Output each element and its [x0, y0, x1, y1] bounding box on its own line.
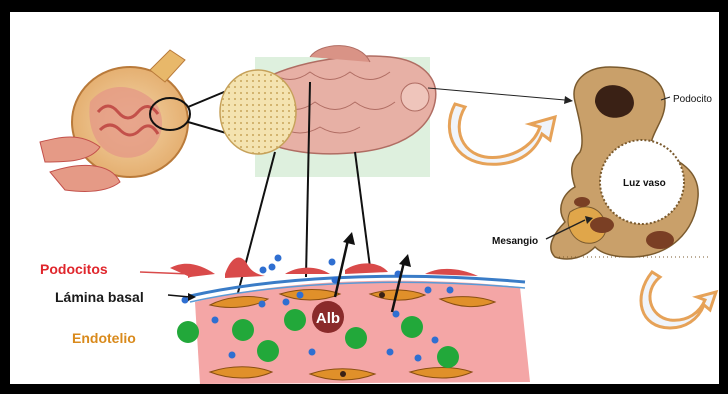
green-cell [177, 321, 199, 343]
capillary-tube [220, 46, 436, 154]
podocyte-cell [285, 268, 330, 274]
curved-arrow-icon [641, 272, 716, 328]
mesangio-label: Mesangio [492, 236, 538, 247]
green-cell [284, 309, 306, 331]
glomerulus-diagram: Alb Podocitos Lámina basal Endotelio Pod… [10, 12, 719, 384]
filtration-barrier: Alb [170, 232, 530, 384]
podocyte-cell [225, 258, 265, 278]
podocito-label: Podocito [673, 94, 712, 105]
curved-arrow-icon [449, 104, 555, 164]
renal-corpuscle [40, 50, 190, 192]
luz-vaso-label: Luz vaso [623, 178, 666, 189]
podocyte-cell [345, 263, 388, 274]
podocitos-label: Podocitos [40, 261, 108, 277]
green-cell [437, 346, 459, 368]
alb-label: Alb [316, 310, 340, 327]
green-cell [345, 327, 367, 349]
diagram-frame: Alb Podocitos Lámina basal Endotelio Pod… [10, 12, 719, 384]
endotelio-label: Endotelio [72, 330, 136, 346]
podocyte-cell [425, 269, 478, 276]
green-cell [232, 319, 254, 341]
lamina-basal-label: Lámina basal [55, 289, 144, 305]
green-cell [257, 340, 279, 362]
green-cell [401, 316, 423, 338]
